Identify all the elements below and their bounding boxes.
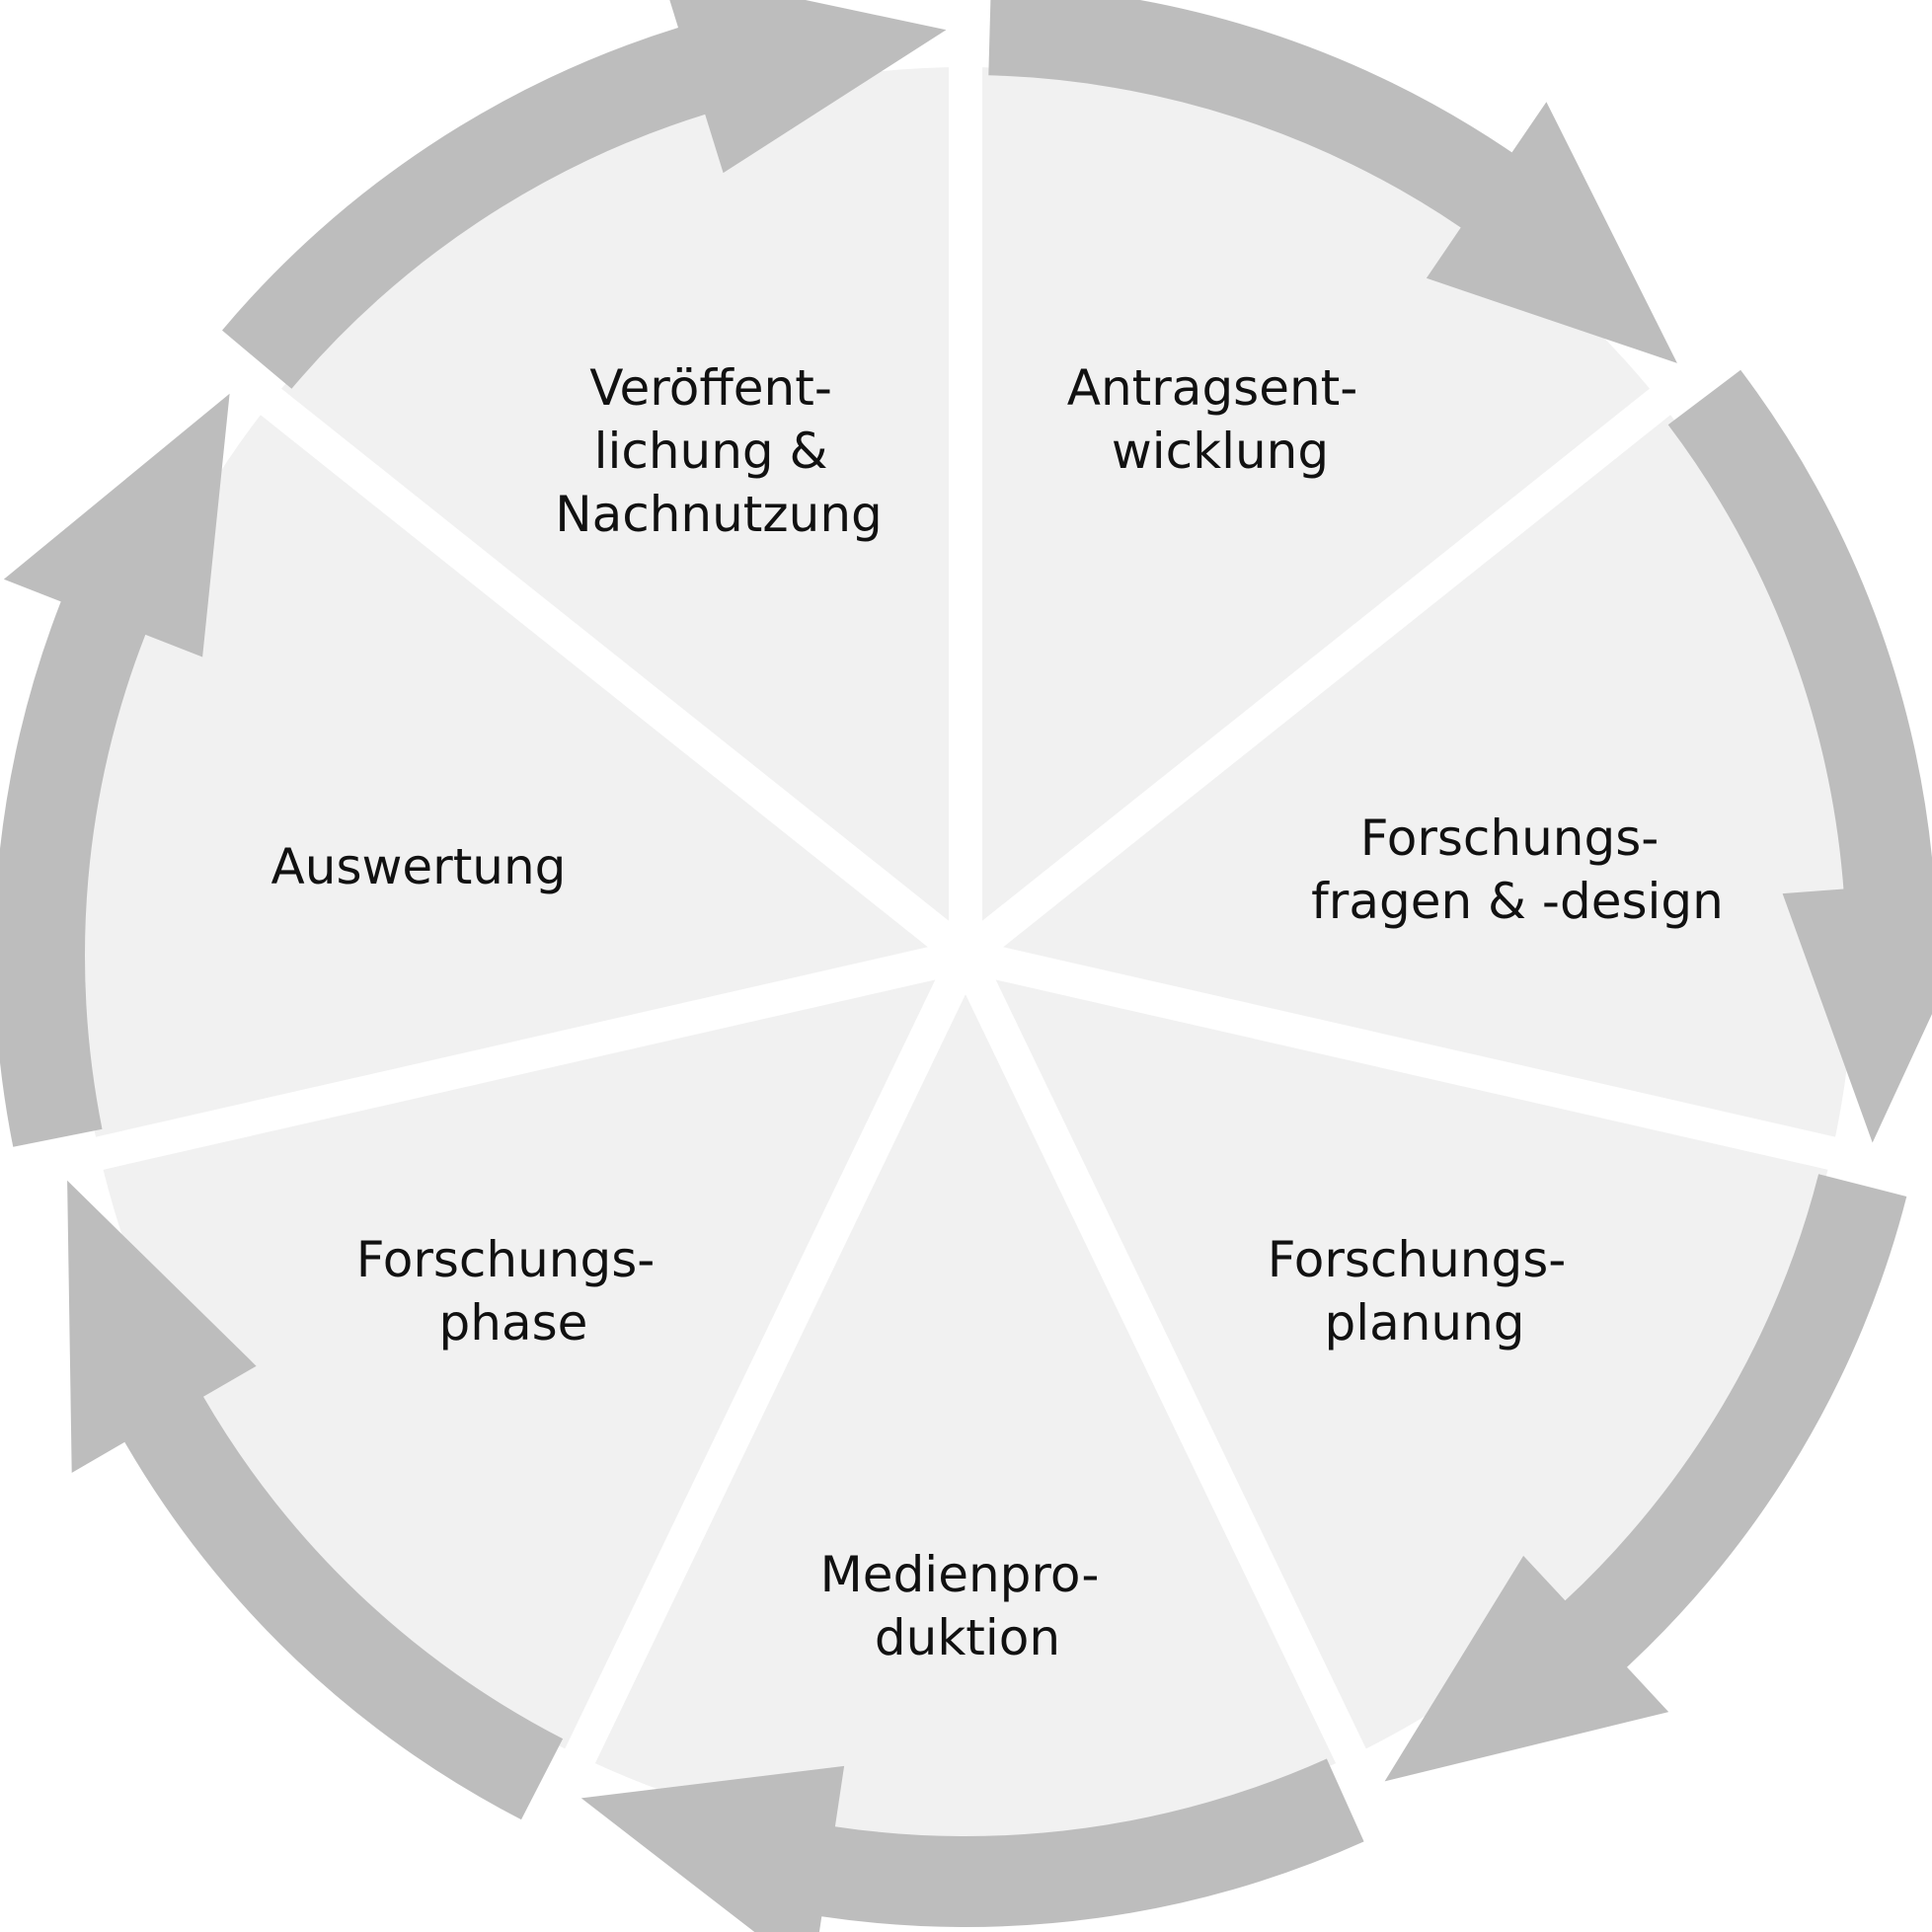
segment-separator <box>950 948 1423 1880</box>
segment-separator <box>0 939 969 1194</box>
label-medienproduktion: Medienpro- duktion <box>820 1546 1116 1666</box>
arrow-antragsentwicklung <box>988 0 1677 363</box>
arrow-forschungsfragen <box>1667 369 1932 1143</box>
arrow-auswertung <box>0 393 230 1147</box>
arrow-veroeffentlichung <box>222 0 947 389</box>
label-antragsentwicklung: Antragsent- wicklung <box>1067 359 1374 480</box>
label-forschungsfragen-design: Forschungs- fragen & -design <box>1311 810 1724 930</box>
arrow-medienproduktion <box>580 1758 1364 1932</box>
segment-labels: Antragsent- wicklung Forschungs- fragen … <box>271 359 1724 1666</box>
arrow-forschungsplanung <box>1384 1174 1907 1782</box>
label-forschungsplanung: Forschungs- planung <box>1268 1231 1582 1352</box>
segment-separator <box>955 308 1771 969</box>
arrow-forschungsphase <box>67 1180 564 1820</box>
label-forschungsphase: Forschungs- phase <box>356 1231 670 1352</box>
segment-separator <box>962 939 1932 1194</box>
segment-separator <box>508 948 981 1880</box>
label-auswertung: Auswertung <box>271 838 567 895</box>
segment-separator <box>160 308 976 969</box>
label-veroeffentlichung-nachnutzung: Veröffent- lichung & Nachnutzung <box>555 359 883 543</box>
